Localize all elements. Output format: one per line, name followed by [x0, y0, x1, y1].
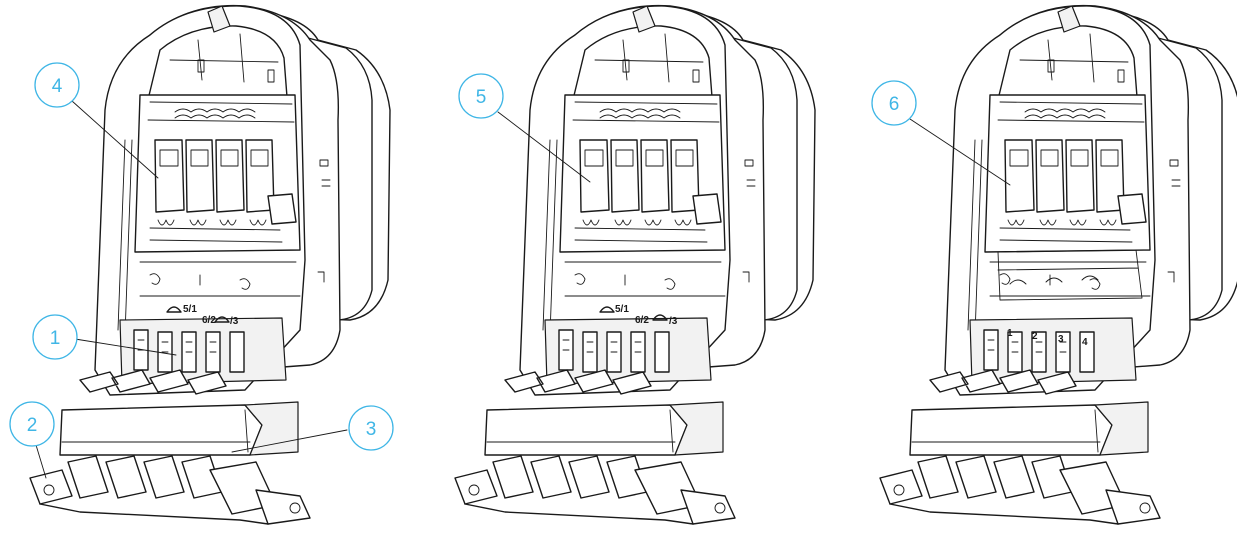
callout-4: 4: [34, 62, 80, 108]
terminal-marks-right: 1 2 3 4: [1007, 328, 1088, 348]
terminal-mark: /3: [230, 316, 239, 327]
svg-text:5: 5: [476, 87, 487, 108]
leader-line: [231, 429, 348, 453]
svg-text:4: 4: [52, 76, 63, 97]
terminal-marks-middle: 5/1 6/2 /3: [599, 304, 678, 327]
unit-left: 5/1 6/2 /3 4 1 2 3: [9, 4, 394, 525]
callout-1: 1: [32, 314, 78, 360]
terminal-mark: 6/2: [202, 315, 216, 326]
unit-right: 1 2 3 4 6: [871, 4, 1237, 525]
callout-2: 2: [9, 401, 55, 447]
terminal-mark: /3: [669, 316, 678, 327]
svg-text:1: 1: [50, 328, 61, 349]
svg-text:3: 3: [366, 419, 377, 440]
terminal-mark: 3: [1058, 334, 1064, 345]
leader-line: [74, 338, 177, 356]
terminal-mark: 2: [1032, 331, 1038, 342]
callout-5: 5: [458, 73, 504, 119]
terminal-mark: 5/1: [615, 304, 629, 315]
leader-line: [909, 118, 1011, 186]
terminal-mark: 6/2: [635, 315, 649, 326]
terminal-mark: 5/1: [183, 304, 197, 315]
leader-line: [71, 100, 159, 179]
callout-6: 6: [871, 80, 917, 126]
terminal-mark: 4: [1082, 337, 1088, 348]
terminal-marks-left: 5/1 6/2 /3: [166, 304, 239, 327]
callout-3: 3: [348, 405, 394, 451]
leader-line: [497, 111, 591, 183]
unit-middle: 5/1 6/2 /3 5: [454, 4, 816, 525]
leader-line: [35, 444, 47, 479]
svg-text:2: 2: [27, 415, 38, 436]
terminal-mark: 1: [1007, 328, 1013, 339]
svg-text:6: 6: [889, 94, 900, 115]
